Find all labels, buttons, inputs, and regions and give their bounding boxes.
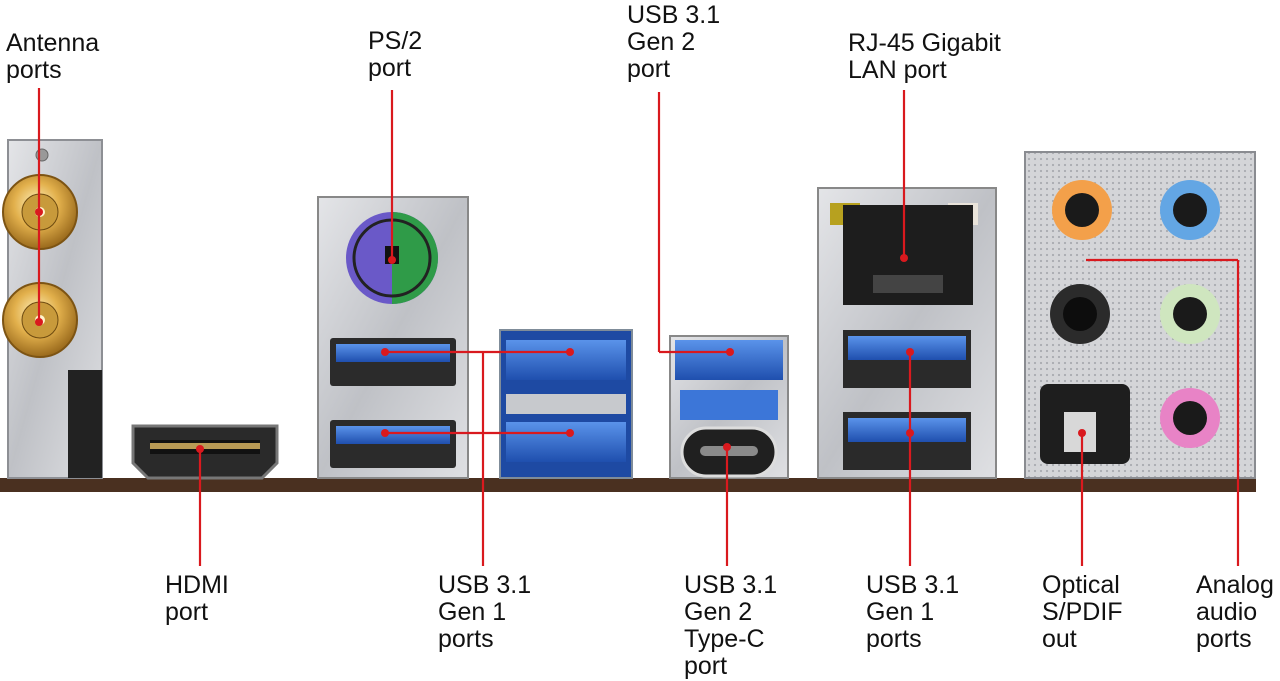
antenna-ports — [2, 139, 103, 479]
usb-stack-middle — [499, 329, 633, 479]
leader-lines — [37, 88, 1240, 566]
usb-gen2-typec-stack — [669, 335, 789, 479]
lan-usb-stack — [817, 187, 997, 479]
audio-panel — [1024, 151, 1256, 479]
motherboard-edge — [0, 478, 1256, 492]
hdmi-port — [131, 424, 279, 480]
leader-dots — [35, 208, 1086, 453]
